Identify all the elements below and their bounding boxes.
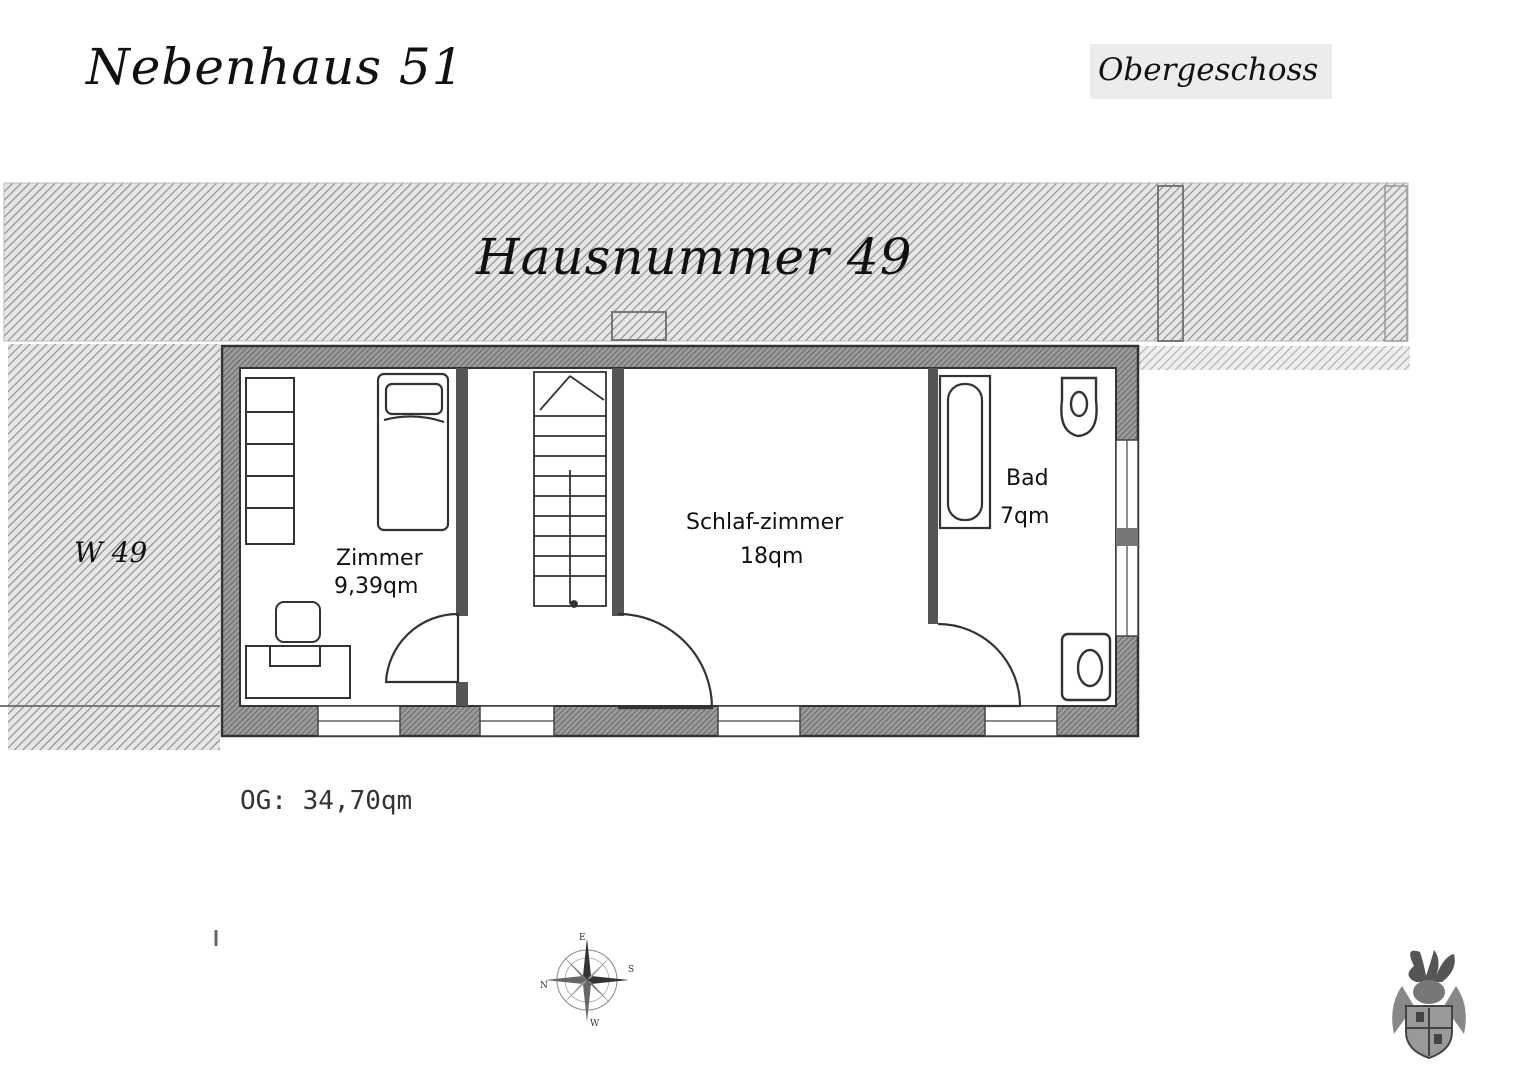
neighbor-house-label: Hausnummer 49	[476, 228, 913, 286]
exterior-walls	[220, 344, 1140, 738]
neighbor-west-label: W 49	[74, 536, 148, 569]
compass-n-label: N	[540, 981, 548, 991]
shelf	[245, 377, 295, 545]
total-area: OG: 34,70qm	[240, 786, 413, 816]
room-zimmer-area: 9,39qm	[334, 574, 419, 599]
page-title: Nebenhaus 51	[86, 38, 465, 96]
compass-s-label: S	[628, 965, 634, 975]
floor-badge: Obergeschoss	[1090, 44, 1332, 99]
neighbor-house-49-area	[3, 182, 1410, 370]
room-schlafzimmer-area: 18qm	[740, 544, 804, 569]
room-zimmer-name: Zimmer	[336, 546, 423, 571]
coat-of-arms-icon	[1392, 950, 1466, 1060]
compass-w-label: W	[590, 1019, 600, 1028]
room-bad-name: Bad	[1006, 466, 1049, 491]
washbasin	[1060, 632, 1112, 702]
staircase	[533, 371, 607, 608]
neighbor-w49-area	[0, 344, 220, 750]
desk	[245, 601, 351, 699]
compass-rose-icon: E S W N	[540, 933, 634, 1028]
door-swings	[384, 612, 1022, 710]
room-schlafzimmer-name: Schlaf-zimmer	[686, 510, 844, 535]
interior-walls	[456, 368, 938, 706]
toilet	[1060, 376, 1098, 438]
floor-label: Obergeschoss	[1098, 52, 1319, 88]
compass-e-label: E	[579, 933, 586, 943]
bathtub	[938, 374, 992, 530]
room-bad-area: 7qm	[1000, 504, 1050, 529]
bed	[376, 372, 450, 532]
